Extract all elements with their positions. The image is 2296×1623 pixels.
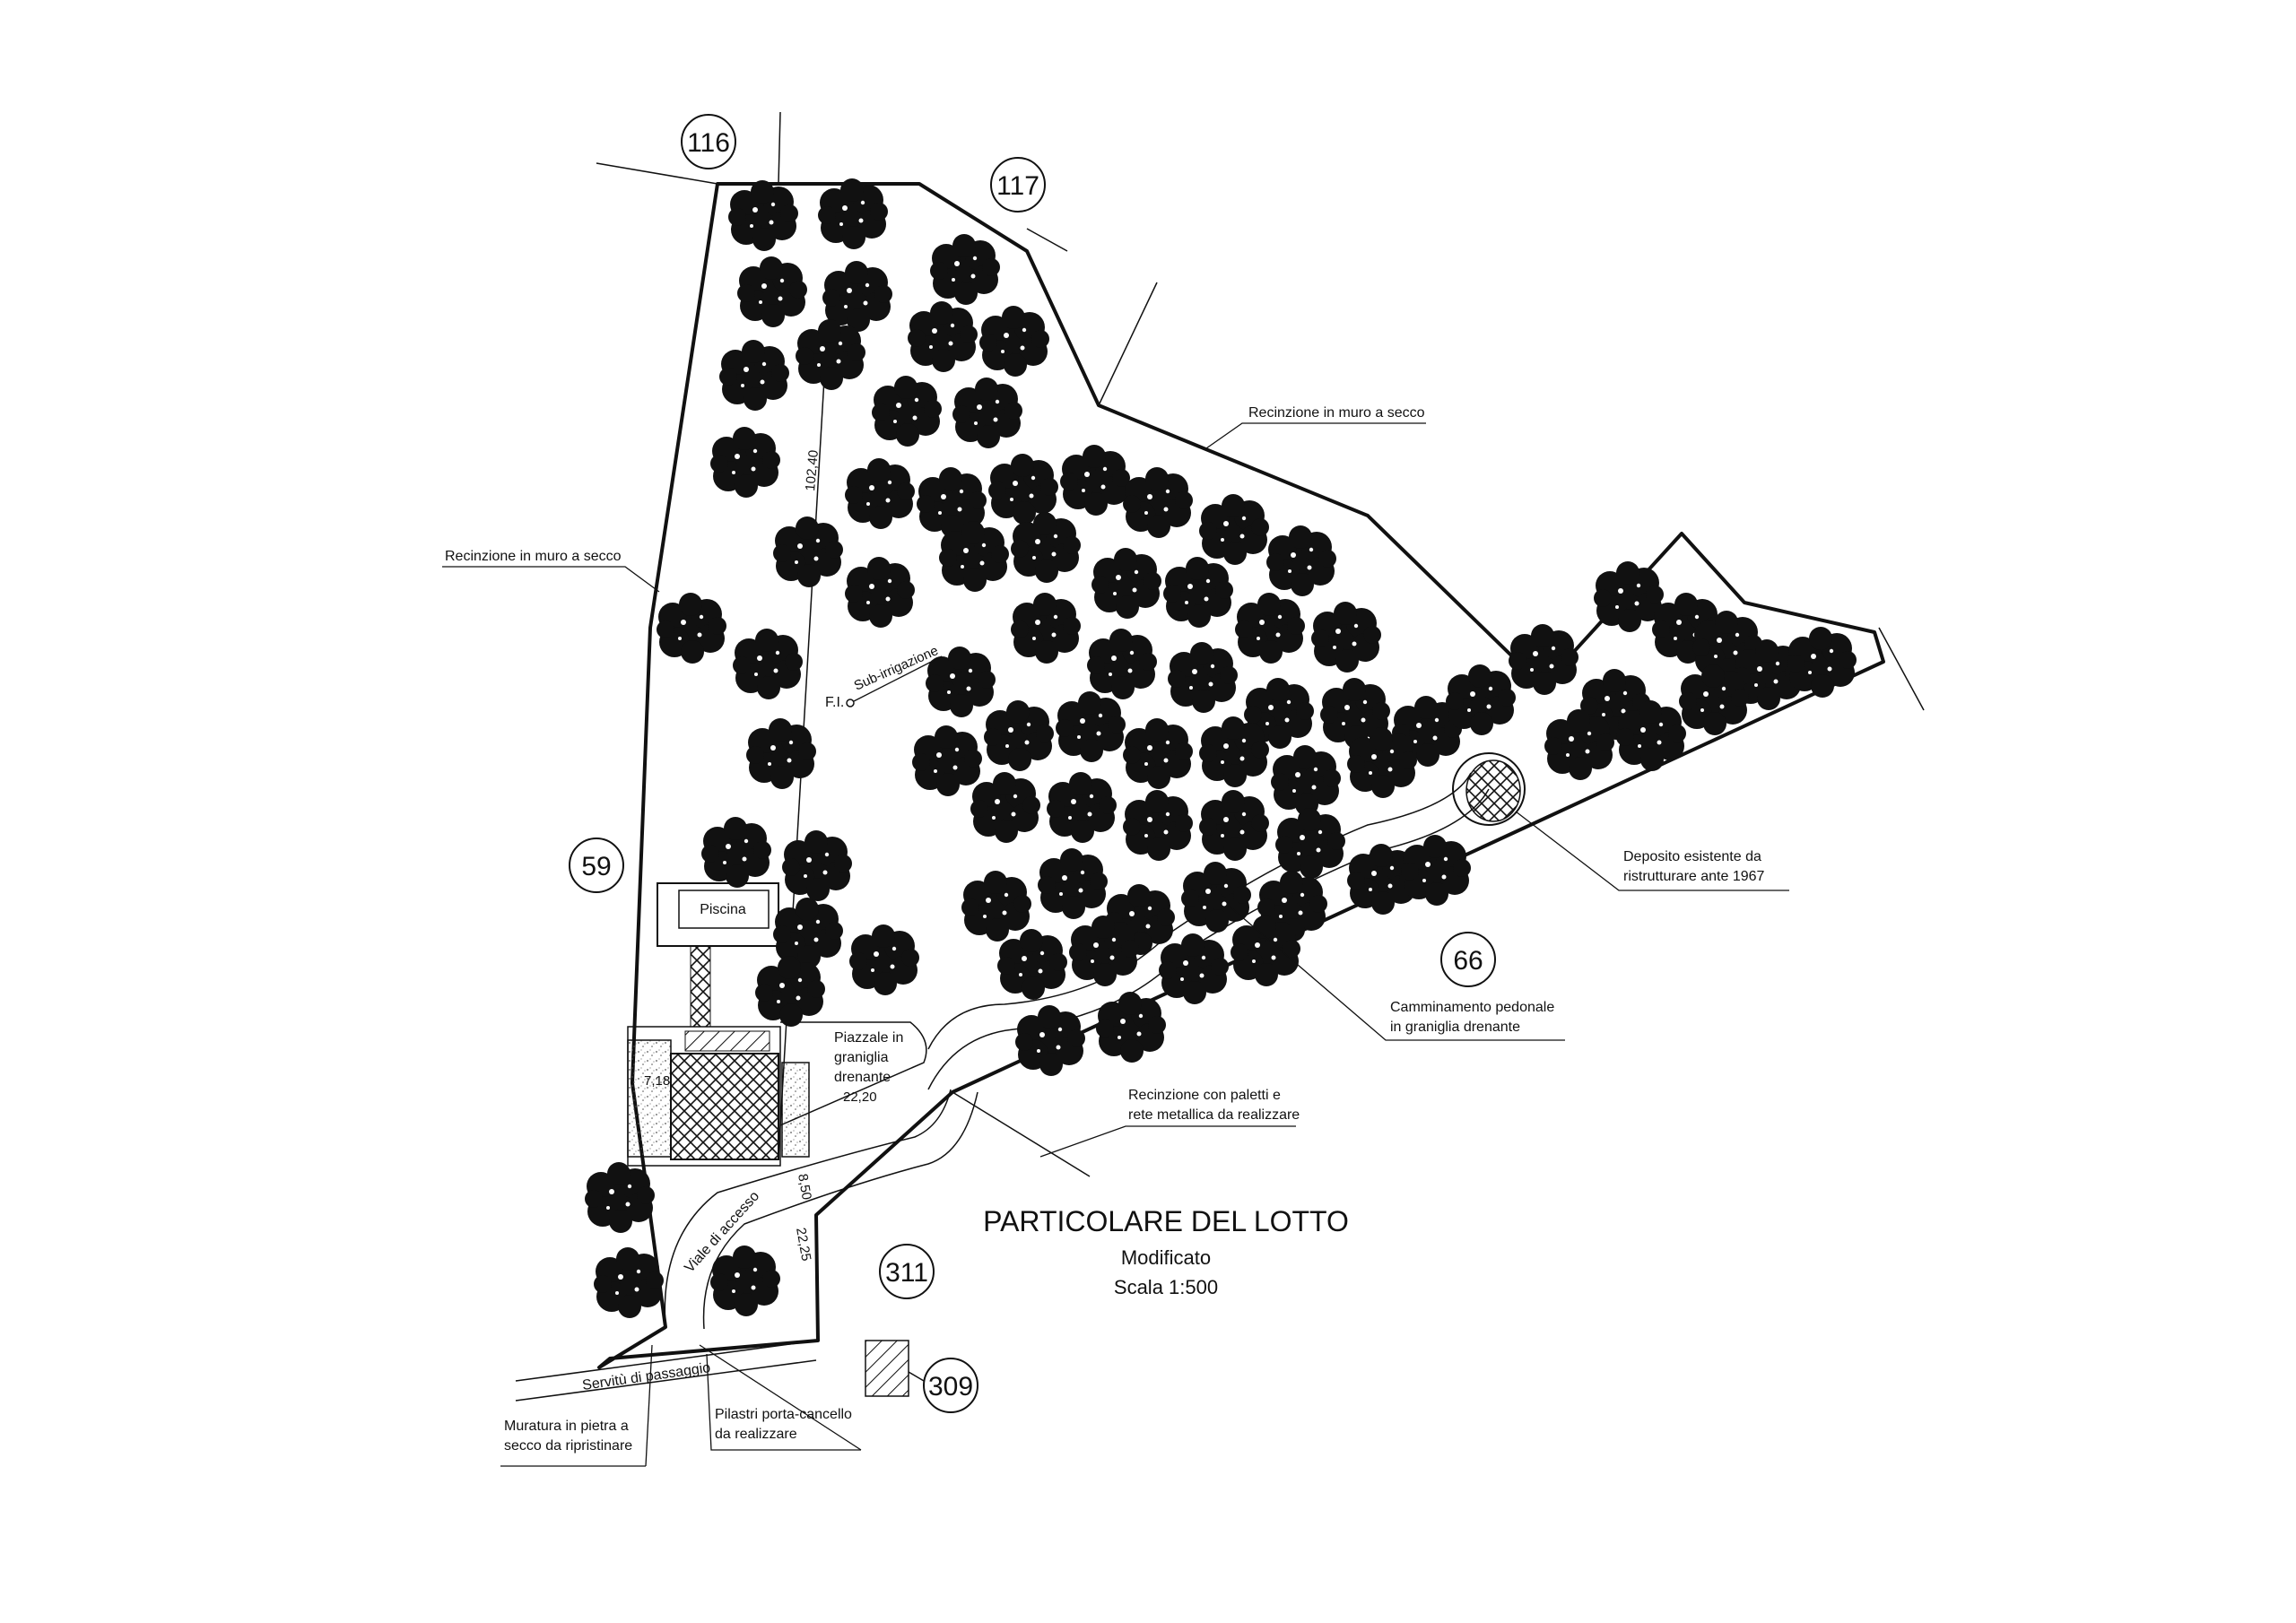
label-muratura-1: Muratura in pietra a — [504, 1419, 629, 1434]
label-pilastri-1: Pilastri porta-cancello — [715, 1407, 852, 1422]
leader-lines — [442, 422, 1789, 1467]
plan-subtitle: Modificato — [1121, 1246, 1211, 1269]
label-piazzale-2: graniglia — [834, 1050, 889, 1065]
label-recinzione-left: Recinzione in muro a secco — [445, 549, 622, 564]
label-recinzione-rete-1: Recinzione con paletti e — [1128, 1088, 1281, 1103]
label-fi: F.I. — [825, 695, 844, 710]
dim-850: 8,50 — [795, 1173, 814, 1202]
label-camminamento-2: in graniglia drenante — [1390, 1020, 1520, 1035]
label-deposito-1: Deposito esistente da — [1623, 849, 1761, 864]
building-area: 7,18 — [627, 1021, 927, 1167]
parcel-311: 311 — [885, 1258, 928, 1288]
label-deposito-2: ristrutturare ante 1967 — [1623, 869, 1765, 884]
label-camminamento-1: Camminamento pedonale — [1390, 1000, 1554, 1015]
deposito — [1452, 752, 1526, 826]
label-recinzione-top: Recinzione in muro a secco — [1248, 405, 1425, 421]
label-piazzale-3: drenante — [834, 1070, 891, 1085]
plan-scale: Scala 1:500 — [1114, 1276, 1218, 1298]
label-muratura-2: secco da ripristinare — [504, 1438, 632, 1454]
parcel-117: 117 — [996, 171, 1039, 201]
parcel-309: 309 — [928, 1372, 973, 1402]
label-recinzione-rete-2: rete metallica da realizzare — [1128, 1107, 1300, 1123]
dim-10240: 102,40 — [803, 449, 822, 491]
dim-718: 7,18 — [644, 1073, 670, 1089]
parcel-309-hatch — [865, 1340, 909, 1397]
dim-2220: 22,20 — [843, 1089, 877, 1105]
piscina: Piscina — [657, 882, 779, 1028]
plan-title: PARTICOLARE DEL LOTTO — [983, 1205, 1349, 1237]
dim-2225: 22,25 — [793, 1227, 813, 1263]
piscina-label: Piscina — [700, 902, 746, 917]
external-lines — [515, 111, 1925, 1402]
parcel-numbers — [569, 114, 1496, 1413]
label-piazzale-1: Piazzale in — [834, 1030, 903, 1046]
parcel-59: 59 — [581, 852, 611, 881]
label-pilastri-2: da realizzare — [715, 1427, 797, 1442]
parcel-116: 116 — [687, 128, 730, 158]
parcel-66: 66 — [1453, 946, 1483, 976]
